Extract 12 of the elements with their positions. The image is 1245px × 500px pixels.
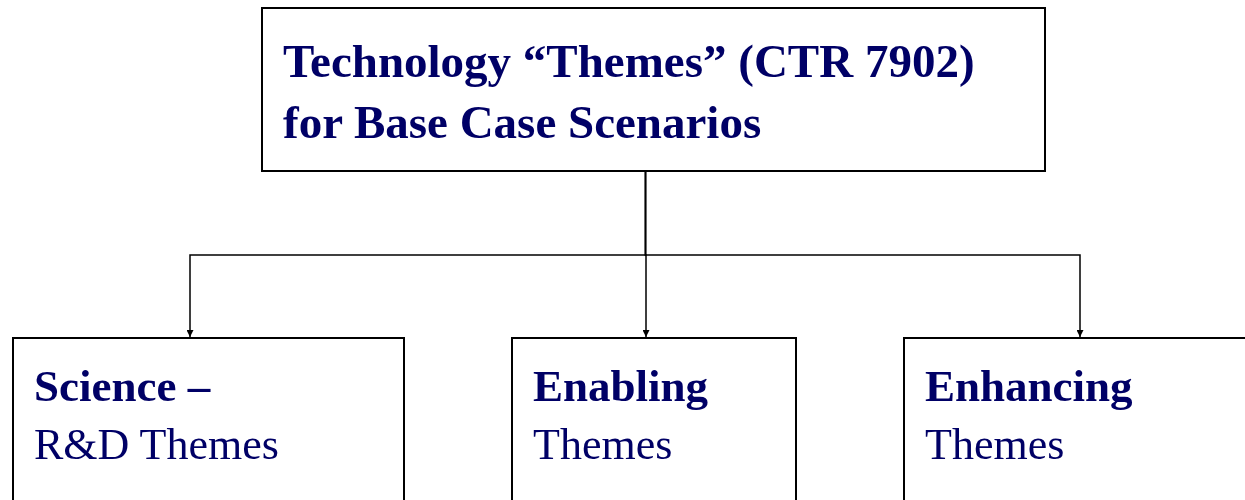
theme-box (12, 337, 405, 500)
heading: Science – (34, 360, 211, 413)
heading: Enhancing (925, 360, 1133, 413)
theme-box (511, 337, 797, 500)
subheading: Themes (533, 418, 673, 471)
heading: Technology “Themes” (CTR 7902) for Base Case Scenarios (283, 34, 976, 151)
arrow (644, 171, 1084, 338)
subheading: Themes (925, 418, 1065, 471)
heading: Enabling (533, 360, 709, 413)
subheading: R&D Themes (34, 418, 279, 471)
title-box (261, 7, 1046, 172)
theme-box (903, 337, 1245, 500)
